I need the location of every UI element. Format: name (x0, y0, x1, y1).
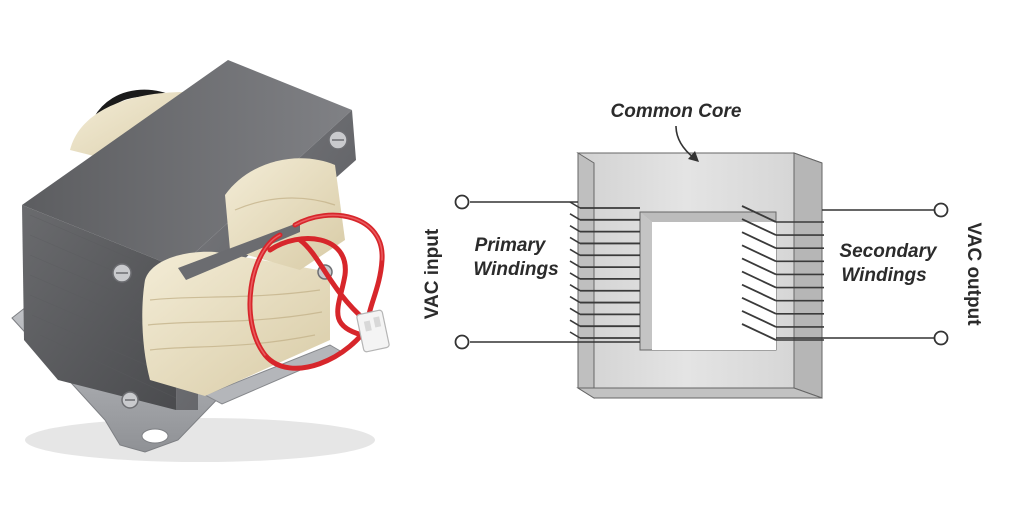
secondary-turn (741, 218, 777, 236)
core-right-face (793, 152, 823, 399)
core-window-inner-top (640, 212, 776, 222)
primary-turn-back (569, 272, 581, 280)
secondary-turn (741, 205, 777, 223)
primary-turn-back (569, 213, 581, 221)
screw-top-right (328, 130, 348, 150)
red-wires-highlight (249, 214, 383, 356)
vac-input-label: VAC input (422, 228, 443, 319)
winding-folds (147, 197, 336, 351)
winding-front (142, 251, 330, 396)
photo-shadow (25, 418, 375, 462)
transformer-photo (11, 60, 390, 462)
secondary-turn (741, 244, 777, 263)
secondary-turn (741, 270, 777, 289)
secondary-label-line2: Windings (841, 265, 926, 286)
output-leads (776, 209, 934, 339)
primary-turn-back (569, 284, 581, 292)
output-terminal-bottom (933, 330, 949, 346)
vac-output-label: VAC output (963, 222, 984, 326)
primary-turn-back (569, 295, 581, 304)
core-window-hole (652, 222, 776, 350)
secondary-turn (741, 231, 777, 250)
core-lower-plate (178, 222, 300, 280)
input-terminal-bottom (454, 334, 470, 350)
secondary-turn (741, 283, 777, 302)
secondary-turn (741, 310, 777, 328)
core-bottom-face (576, 387, 823, 399)
input-terminal-top (454, 194, 470, 210)
primary-turn-back (569, 319, 581, 327)
transformer-diagram: Common Core Primary Windings Secondary W… (422, 101, 984, 399)
core-front (22, 205, 178, 410)
primary-label-line2: Windings (473, 259, 558, 280)
secondary-turn (741, 257, 777, 276)
primary-turn-back (569, 201, 581, 209)
secondary-turn (741, 296, 777, 315)
output-terminal-top (933, 202, 949, 218)
primary-turn-back (569, 236, 581, 245)
primary-turn-back (569, 260, 581, 268)
core-window-inner-left (640, 212, 652, 350)
primary-turn-back (569, 224, 581, 233)
secondary-label-line1: Secondary (839, 241, 938, 262)
input-leads (470, 201, 640, 343)
bracket-slot-right (141, 428, 169, 444)
primary-windings (569, 201, 640, 339)
screw-mid-left (112, 263, 132, 283)
primary-turn-back (569, 307, 581, 316)
primary-turn-back (569, 331, 581, 339)
common-core-label: Common Core (611, 101, 742, 122)
wire-connector (356, 309, 390, 353)
secondary-turn (741, 323, 777, 341)
primary-turn-back (569, 248, 581, 256)
secondary-windings (741, 205, 824, 341)
screw-bottom-left (121, 391, 139, 409)
primary-label-line1: Primary (475, 235, 547, 256)
common-core-arrowhead (688, 151, 699, 162)
core-top (22, 60, 352, 268)
core-left-edge (577, 152, 595, 399)
